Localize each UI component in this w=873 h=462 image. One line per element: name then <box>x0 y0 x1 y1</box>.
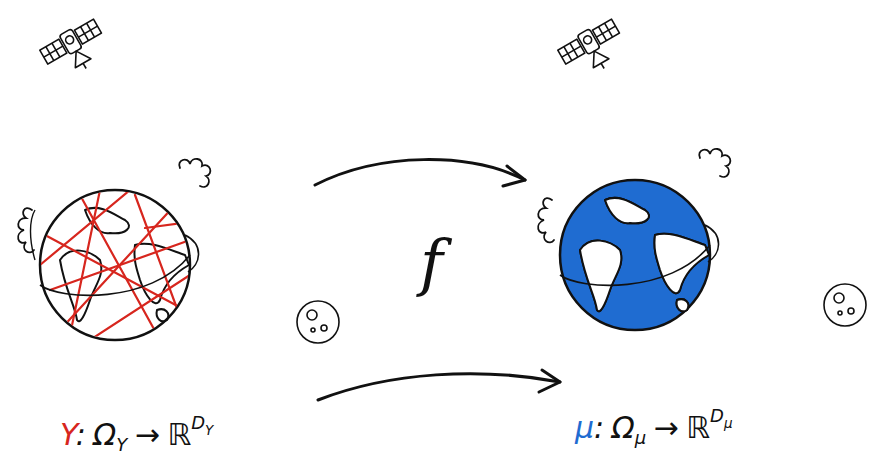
dimension-symbol: D <box>191 412 205 433</box>
formula-label: Y:ΩY→ℝDY <box>60 412 213 456</box>
maps-to-arrow: → <box>654 410 679 445</box>
domain-symbol: Ω <box>612 410 635 445</box>
satellite <box>38 17 113 84</box>
colon: : <box>76 417 86 452</box>
formula-label: μ:Ωμ →ℝDμ <box>575 405 732 449</box>
formula-symbol: Y <box>60 417 76 452</box>
dimension-symbol: D <box>710 405 724 426</box>
dimension-subscript: μ <box>724 415 733 431</box>
colon: : <box>594 410 604 445</box>
earth-observations <box>18 159 210 340</box>
earth-field <box>538 149 730 330</box>
maps-to-arrow: → <box>135 417 160 452</box>
mapping-arrows <box>315 160 560 400</box>
domain-subscript: Y <box>116 434 127 455</box>
domain-symbol: Ω <box>93 417 116 452</box>
moon <box>297 301 339 343</box>
dimension-subscript: Y <box>205 422 213 438</box>
domain-subscript: μ <box>635 427 646 448</box>
codomain-symbol: ℝ <box>686 410 710 445</box>
moon <box>824 284 866 326</box>
formula-symbol: μ <box>575 410 594 445</box>
satellite <box>556 17 631 84</box>
function-symbol: f <box>420 232 443 294</box>
codomain-symbol: ℝ <box>167 417 191 452</box>
